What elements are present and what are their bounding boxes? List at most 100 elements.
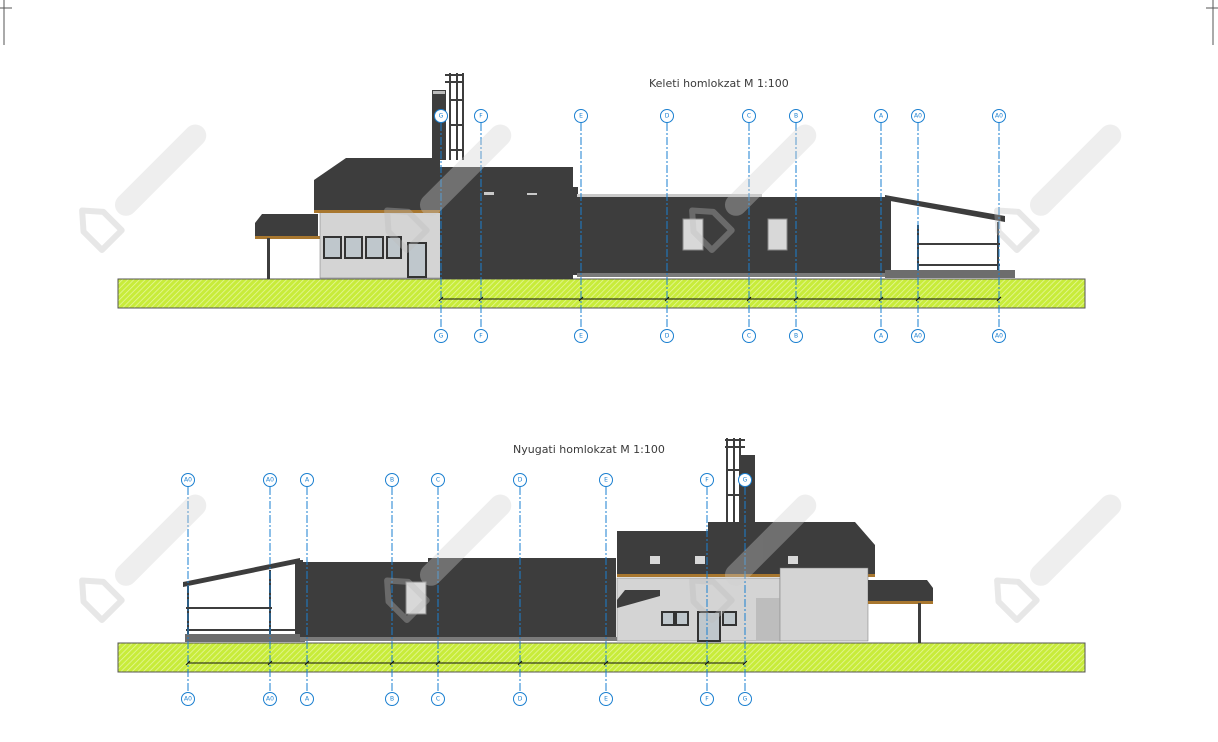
grid-axis-label: C (436, 696, 440, 703)
grid-axis-label: E (579, 113, 583, 120)
grid-axis-label: A0 (184, 477, 192, 484)
grid-axis-label: F (705, 696, 709, 703)
east-elevation-title: Keleti homlokzat M 1:100 (649, 77, 789, 90)
grid-axis-bubble (660, 329, 674, 343)
openhouse-watermark-logo (79, 124, 207, 254)
grid-axis-bubble (789, 329, 803, 343)
dimension-tick (304, 660, 310, 666)
grid-axis-bubble (700, 473, 714, 487)
dimension-tick (478, 296, 484, 302)
grid-axis-label: B (794, 333, 798, 340)
dimension-tick (438, 296, 444, 302)
grid-axis-label: A0 (914, 113, 922, 120)
openhouse-watermark-logo (79, 494, 207, 624)
grid-axis-bubble (738, 473, 752, 487)
grid-axis-bubble (574, 109, 588, 123)
dimension-tick (517, 660, 523, 666)
ground (117, 642, 1086, 673)
grid-axis-bubble (300, 473, 314, 487)
grid-axis-bubble (911, 329, 925, 343)
grid-axis-label: A0 (266, 696, 274, 703)
openhouse-watermark-logo (689, 124, 817, 254)
dimension-tick (746, 296, 752, 302)
dimension-tick (267, 660, 273, 666)
grid-axis-bubble (599, 692, 613, 706)
grid-axis-label: E (579, 333, 583, 340)
dimension-tick (742, 660, 748, 666)
grid-axis-bubble (599, 473, 613, 487)
openhouse-watermark-logo (384, 124, 512, 254)
dimension-tick (389, 660, 395, 666)
grid-axis-bubble (431, 692, 445, 706)
grid-axis-label: G (439, 113, 444, 120)
grid-axis-label: A (879, 113, 884, 120)
grid-axis-bubble (874, 329, 888, 343)
grid-axis-label: B (390, 696, 394, 703)
grid-axis-bubble (700, 692, 714, 706)
grid-axis-label: A0 (995, 113, 1003, 120)
ladder (445, 73, 464, 160)
grid-axis-bubble (789, 109, 803, 123)
dimension-tick (578, 296, 584, 302)
grid-axis-bubble (263, 692, 277, 706)
openhouse-watermark-logo (994, 494, 1122, 624)
grid-axis-label: F (479, 333, 483, 340)
dimension-tick (793, 296, 799, 302)
grid-axis-bubble (738, 692, 752, 706)
east-elevation: Keleti homlokzat M 1:100 (117, 73, 1086, 309)
dimension-tick (996, 296, 1002, 302)
grid-axis-bubble (181, 473, 195, 487)
grid-axis-bubble (181, 692, 195, 706)
grid-axis-bubble (385, 692, 399, 706)
grid-axis-label: D (518, 477, 523, 484)
grid-axis-bubble (474, 109, 488, 123)
grid-axis-bubble (574, 329, 588, 343)
grid-axis-label: A (305, 477, 310, 484)
grid-axis-label: A0 (266, 477, 274, 484)
dimension-tick (664, 296, 670, 302)
openhouse-watermark-logo (384, 494, 512, 624)
grid-axis-label: A0 (184, 696, 192, 703)
grid-axis-label: B (390, 477, 394, 484)
grid-axis-label: E (604, 696, 608, 703)
grid-axis-bubble (874, 109, 888, 123)
grid-axis-bubble (474, 329, 488, 343)
grid-axis-bubble (385, 473, 399, 487)
grid-axis-label: D (665, 333, 670, 340)
grid-axis-label: A (879, 333, 884, 340)
grid-axis-label: F (479, 113, 483, 120)
grid-axis-bubble (434, 109, 448, 123)
west-elevation-title: Nyugati homlokzat M 1:100 (513, 443, 665, 456)
grid-axis-label: C (747, 113, 751, 120)
grid-axis-bubble (434, 329, 448, 343)
dimension-tick (704, 660, 710, 666)
grid-axis-label: G (743, 477, 748, 484)
grid-axis-bubble (431, 473, 445, 487)
grid-axis-bubble (911, 109, 925, 123)
grid-axis-label: A0 (995, 333, 1003, 340)
openhouse-watermark-logo (994, 124, 1122, 254)
grid-axis-bubble (742, 109, 756, 123)
grid-axis-label: B (794, 113, 798, 120)
grid-axis-bubble (263, 473, 277, 487)
dimension-tick (185, 660, 191, 666)
grid-axis-bubble (660, 109, 674, 123)
dimension-tick (915, 296, 921, 302)
grid-axis-label: A (305, 696, 310, 703)
watermarks (79, 124, 1122, 624)
grid-axis-label: G (439, 333, 444, 340)
openhouse-watermark-logo (689, 494, 817, 624)
dimension-tick (878, 296, 884, 302)
grid-axis-bubble (742, 329, 756, 343)
grid-axis-label: D (518, 696, 523, 703)
grid-axis-label: C (747, 333, 751, 340)
windows (323, 236, 427, 278)
dimension-tick (435, 660, 441, 666)
grid-axis-label: D (665, 113, 670, 120)
grid-axis-bubble (992, 109, 1006, 123)
grid-axis-bubble (992, 329, 1006, 343)
ground (117, 278, 1086, 309)
grid-axis-label: F (705, 477, 709, 484)
